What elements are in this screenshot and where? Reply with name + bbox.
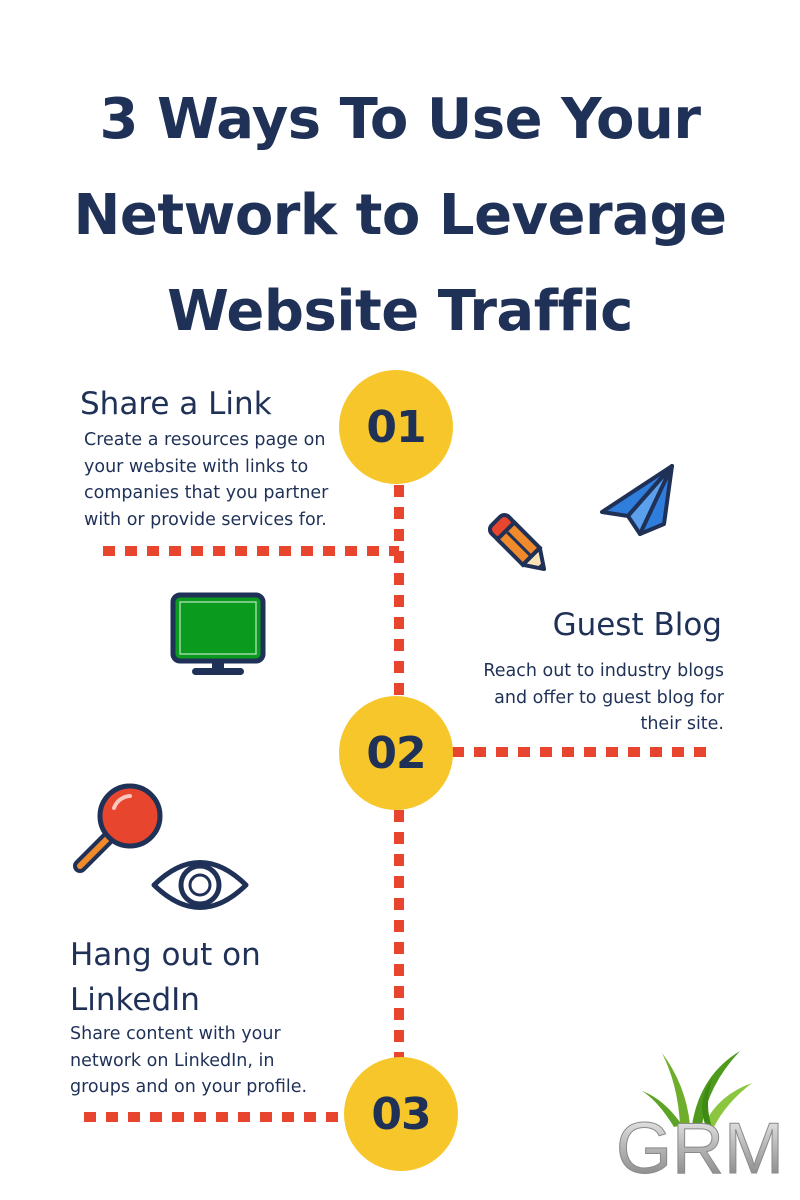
- step-number-badge-2: 02: [339, 696, 453, 810]
- timeline-vertical-line-2: [394, 810, 404, 1060]
- title-line-1: 3 Ways To Use Your: [99, 87, 701, 152]
- pencil-icon: [487, 512, 547, 572]
- step-description-2-line-1: Reach out to industry blogs: [483, 661, 724, 681]
- magnifier-icon: [73, 783, 163, 873]
- timeline-vertical-line-1: [394, 485, 404, 695]
- step-description-1-line-1: Create a resources page on: [84, 430, 326, 450]
- page-title: 3 Ways To Use Your Network to Leverage W…: [0, 72, 800, 360]
- step-number-badge-1: 01: [339, 370, 453, 484]
- step-heading-3-line-2: LinkedIn: [70, 982, 200, 1018]
- step-description-3: Share content with your network on Linke…: [70, 1021, 307, 1101]
- title-line-3: Website Traffic: [167, 279, 633, 344]
- step-number-badge-3: 03: [344, 1057, 458, 1171]
- step-description-3-line-3: groups and on your profile.: [70, 1077, 308, 1097]
- step-description-3-line-2: network on LinkedIn, in: [70, 1050, 275, 1071]
- eye-icon: [151, 860, 249, 910]
- title-line-2: Network to Leverage: [73, 183, 727, 248]
- monitor-icon: [170, 592, 266, 675]
- logo-text: GRM: [616, 1109, 784, 1180]
- step-description-1-line-4: with or provide services for.: [84, 509, 327, 530]
- step-description-3-line-1: Share content with your: [70, 1024, 281, 1044]
- step-heading-3-line-1: Hang out on: [70, 937, 261, 973]
- step-description-2-line-2: and offer to guest blog for: [494, 687, 724, 708]
- paper-plane-icon: [600, 464, 674, 536]
- step-description-1: Create a resources page on your website …: [84, 427, 328, 533]
- connector-step-1: [103, 546, 399, 556]
- step-heading-3: Hang out on LinkedIn: [70, 933, 261, 1023]
- step-description-1-line-2: your website with links to: [84, 456, 309, 477]
- connector-step-3: [84, 1112, 346, 1122]
- step-heading-2: Guest Blog: [552, 607, 722, 643]
- connector-step-2: [452, 747, 714, 757]
- step-description-1-line-3: companies that you partner: [84, 483, 329, 503]
- grm-logo: GRM: [616, 1051, 784, 1180]
- step-description-2: Reach out to industry blogs and offer to…: [483, 658, 724, 738]
- step-heading-1: Share a Link: [80, 386, 272, 422]
- step-description-2-line-3: their site.: [640, 714, 724, 734]
